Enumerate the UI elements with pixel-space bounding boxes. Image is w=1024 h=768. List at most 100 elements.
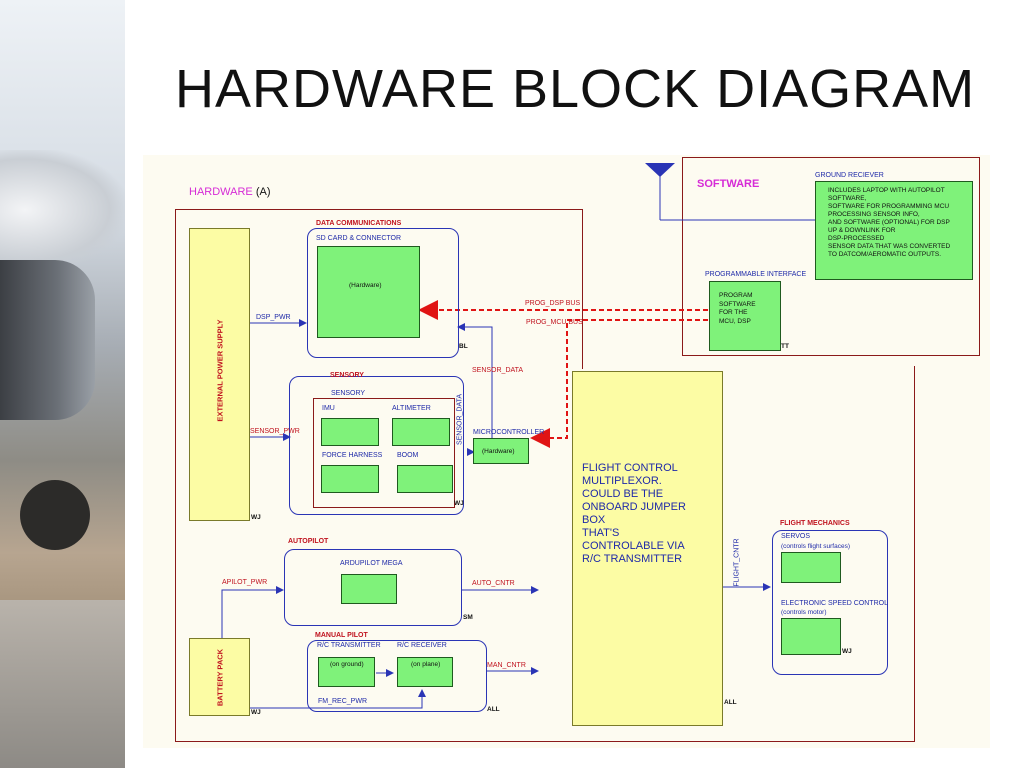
autopilot-title: AUTOPILOT <box>288 538 329 545</box>
battery-pack-label: BATTERY PACK <box>215 648 225 707</box>
ground-receiver-line: SENSOR DATA THAT WAS CONVERTED <box>828 243 951 250</box>
battery-pack-block <box>189 638 250 716</box>
tag-tt: TT <box>781 343 789 350</box>
signal-dsp-pwr: DSP_PWR <box>256 314 291 321</box>
signal-prog-dsp-bus: PROG_DSP BUS <box>525 300 581 307</box>
external-power-supply-block <box>189 228 250 521</box>
esc-block <box>781 618 841 655</box>
sd-card-block <box>317 246 420 338</box>
ardupilot-label: ARDUPILOT MEGA <box>340 560 403 567</box>
altimeter-block <box>392 418 450 446</box>
ground-receiver-line: TO DATCOM/AEROMATIC OUTPUTS. <box>828 251 942 258</box>
manual-pilot-title: MANUAL PILOT <box>315 632 368 639</box>
microcontroller-label: (Hardware) <box>482 448 515 455</box>
manual-pilot-group <box>307 640 487 712</box>
tag-wj-mechanics: WJ <box>842 648 852 655</box>
mcu-to-sd-wire <box>457 323 493 438</box>
tag-all-flight: ALL <box>724 699 737 706</box>
flight-mechanics-group <box>772 530 888 675</box>
rc-receiver-label: R/C RECEIVER <box>397 642 447 649</box>
ground-receiver-line: SOFTWARE FOR PROGRAMMING MCU <box>828 203 950 210</box>
servos-block <box>781 552 841 583</box>
signal-sensor-data-h: SENSOR_DATA <box>472 367 524 374</box>
hardware-label: HARDWARE (A) <box>189 186 271 198</box>
imu-label: IMU <box>322 405 335 412</box>
rc-transmitter-block <box>318 657 375 687</box>
flight-control-line: THAT'S <box>582 527 620 539</box>
ground-receiver-line: PROCESSING SENSOR INFO, <box>828 211 920 218</box>
data-comm-group <box>307 228 459 358</box>
apilot-pwr-wire <box>221 586 284 638</box>
boom-block <box>397 465 453 493</box>
flight-control-line: FLIGHT CONTROL <box>582 462 678 474</box>
flight-control-line: CONTROLABLE VIA <box>582 540 685 552</box>
tag-wj-power: WJ <box>251 514 261 521</box>
rc-receiver-block <box>397 657 453 687</box>
programmable-interface-line: PROGRAM <box>719 292 753 299</box>
flight-control-line: COULD BE THE <box>582 488 664 500</box>
fm-rec-pwr-wire <box>250 689 426 709</box>
tag-sm: SM <box>463 614 473 621</box>
programmable-interface-line: FOR THE <box>719 309 748 316</box>
flight-control-line: ONBOARD JUMPER <box>582 501 686 513</box>
signal-sensor-data-v: SENSOR_DATA <box>456 393 464 446</box>
flight-control-line: R/C TRANSMITTER <box>582 553 683 565</box>
sensory-group <box>289 376 464 515</box>
tag-wj-battery: WJ <box>251 709 261 716</box>
altimeter-label: ALTIMETER <box>392 405 431 412</box>
data-comm-title: DATA COMMUNICATIONS <box>316 220 402 227</box>
antenna-icon <box>645 163 815 221</box>
esc-label: ELECTRONIC SPEED CONTROL <box>781 600 888 607</box>
signal-fm-rec-pwr: FM_REC_PWR <box>318 698 368 705</box>
slide-title: HARDWARE BLOCK DIAGRAM <box>175 59 976 119</box>
force-harness-label: FORCE HARNESS <box>322 452 383 459</box>
ardupilot-block <box>341 574 397 604</box>
data-comm-subtitle: SD CARD & CONNECTOR <box>316 235 402 242</box>
signal-apilot-pwr: APILOT_PWR <box>222 579 268 586</box>
signal-flight-cntr: FLIGHT_CNTR <box>733 538 741 587</box>
software-label: SOFTWARE <box>697 178 760 190</box>
microcontroller-title: MICROCONTROLLER <box>473 429 545 436</box>
ground-receiver-line: SOFTWARE, <box>828 195 867 202</box>
tag-all-manual: ALL <box>487 706 500 713</box>
autopilot-group <box>284 549 462 626</box>
ground-receiver-line: AND SOFTWARE (OPTIONAL) FOR DSP <box>828 219 950 226</box>
ground-receiver-line: UP & DOWNLINK FOR <box>828 227 896 234</box>
tag-wj-sensory: WJ <box>454 500 464 507</box>
programmable-interface-title: PROGRAMMABLE INTERFACE <box>705 271 807 278</box>
hardware-frame-lower <box>175 366 915 742</box>
signal-auto-cntr: AUTO_CNTR <box>472 580 515 587</box>
ground-receiver-line: INCLUDES LAPTOP WITH AUTOPILOT <box>828 187 945 194</box>
sensory-inner <box>313 398 455 508</box>
rc-transmitter-label: R/C TRANSMITTER <box>317 642 381 649</box>
ground-receiver-line: DSP-PROCESSED <box>828 235 885 242</box>
esc-sub-label: (controls motor) <box>781 609 827 616</box>
tag-bl: BL <box>459 343 468 350</box>
sd-card-label: (Hardware) <box>349 282 382 289</box>
background-photo-drone <box>0 0 125 768</box>
programmable-interface-line: SOFTWARE <box>719 300 756 308</box>
flight-control-line: BOX <box>582 514 606 526</box>
servos-sub-label: (controls flight surfaces) <box>781 543 850 550</box>
servos-label: SERVOS <box>781 533 811 540</box>
signal-sensor-pwr: SENSOR_PWR <box>250 428 300 435</box>
force-harness-block <box>321 465 379 493</box>
rc-transmitter-box-label: (on ground) <box>330 661 364 668</box>
sensory-title: SENSORY <box>330 372 364 379</box>
programmable-interface-line: MCU, DSP <box>719 317 751 325</box>
signal-prog-mcu-bus: PROG_MCU BUS <box>526 319 583 326</box>
microcontroller-block <box>473 438 529 464</box>
rc-receiver-box-label: (on plane) <box>411 661 441 668</box>
ground-receiver-title: GROUND RECIEVER <box>815 172 884 179</box>
flight-control-line: MULTIPLEXOR. <box>582 475 662 487</box>
flight-mechanics-title: FLIGHT MECHANICS <box>780 520 850 527</box>
signal-man-cntr: MAN_CNTR <box>487 662 526 669</box>
imu-block <box>321 418 379 446</box>
